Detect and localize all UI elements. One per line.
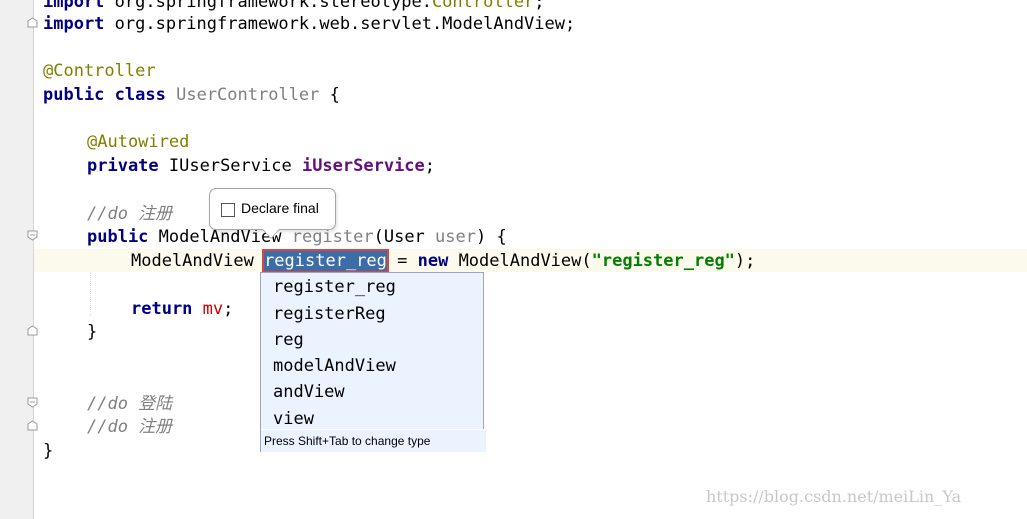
- code-line-comment-login[interactable]: //do 登陆: [87, 394, 173, 414]
- selected-variable-name[interactable]: register_reg: [262, 249, 389, 273]
- code-line-import-controller[interactable]: import org.springframework.stereotype.Co…: [43, 0, 545, 12]
- suggestion-item[interactable]: registerReg: [273, 304, 386, 324]
- caret-line-highlight: [0, 249, 1027, 272]
- code-line-return[interactable]: return mv;: [131, 299, 234, 319]
- fold-end-icon[interactable]: [27, 17, 38, 28]
- code-line-method-close[interactable]: }: [87, 322, 98, 342]
- code-line-comment[interactable]: //do 注册: [87, 204, 173, 224]
- fold-end-icon[interactable]: [27, 325, 38, 336]
- code-line-autowired[interactable]: @Autowired: [87, 132, 190, 152]
- code-line-method-signature[interactable]: public ModelAndView register(User user) …: [87, 227, 507, 247]
- popup-hint: Press Shift+Tab to change type: [261, 429, 486, 452]
- suggestion-item[interactable]: reg: [273, 330, 304, 350]
- suggestion-item[interactable]: register_reg: [273, 277, 396, 297]
- indent-guide: [90, 272, 91, 316]
- editor-gutter[interactable]: [0, 0, 34, 519]
- suggestion-item[interactable]: andView: [273, 382, 345, 402]
- code-line-class-close[interactable]: }: [43, 441, 54, 461]
- tooltip-pointer-fill: [262, 228, 280, 238]
- code-line-field[interactable]: private IUserService iUserService;: [87, 156, 436, 176]
- declare-final-checkbox[interactable]: [221, 203, 235, 217]
- suggestion-item[interactable]: modelAndView: [273, 356, 396, 376]
- declare-final-tooltip: Declare final: [209, 188, 336, 230]
- fold-start-icon[interactable]: [27, 230, 38, 241]
- watermark: https://blog.csdn.net/meiLin_Ya: [706, 487, 962, 506]
- fold-start-icon[interactable]: [27, 397, 38, 408]
- code-line-variable-declaration[interactable]: ModelAndView register_reg = new ModelAnd…: [131, 249, 756, 273]
- code-line-class-declaration[interactable]: public class UserController {: [43, 85, 340, 105]
- fold-end-icon[interactable]: [27, 420, 38, 431]
- name-suggestion-popup[interactable]: register_reg registerReg reg modelAndVie…: [260, 272, 486, 452]
- declare-final-label[interactable]: Declare final: [241, 200, 319, 216]
- suggestion-item[interactable]: view: [273, 409, 314, 429]
- code-line-import-modelandview[interactable]: import org.springframework.web.servlet.M…: [43, 14, 576, 34]
- code-line-comment-register[interactable]: //do 注册: [87, 417, 173, 437]
- code-line-controller-annotation[interactable]: @Controller: [43, 61, 156, 81]
